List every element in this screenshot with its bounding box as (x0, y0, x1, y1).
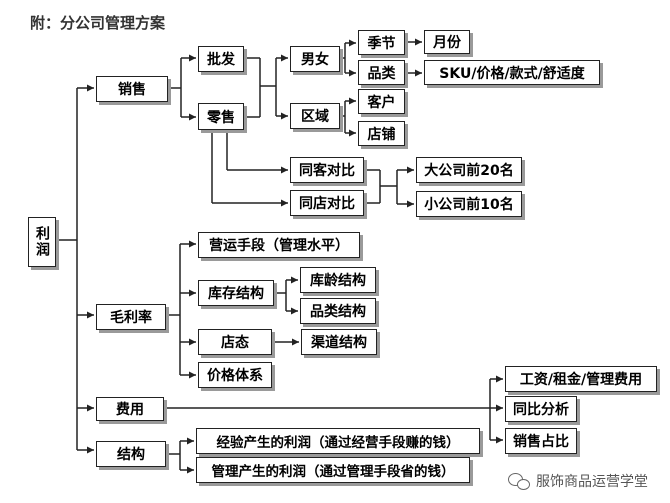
node-bottom10: 小公司前10名 (416, 191, 522, 217)
node-same-customer: 同客对比 (290, 157, 364, 183)
watermark-text: 服饰商品运营学堂 (536, 474, 648, 490)
node-region: 区域 (290, 103, 340, 129)
node-top20: 大公司前20名 (416, 157, 522, 183)
diagram-title: 附：分公司管理方案 (30, 14, 166, 32)
node-same-store: 同店对比 (290, 190, 364, 216)
node-expenses: 费用 (96, 397, 164, 421)
node-sales-share: 销售占比 (505, 428, 577, 454)
node-price-system: 价格体系 (198, 362, 272, 388)
node-store-state: 店态 (198, 329, 272, 355)
node-customer: 客户 (358, 89, 405, 114)
node-structure: 结构 (96, 441, 166, 467)
node-category: 品类 (358, 60, 405, 85)
node-sales: 销售 (96, 76, 168, 102)
wechat-icon (508, 473, 530, 490)
node-season: 季节 (358, 30, 405, 55)
root-node-profit: 利润 (28, 217, 56, 267)
node-gross-margin: 毛利率 (96, 304, 166, 330)
node-management-profit: 管理产生的利润（通过管理手段省的钱） (196, 457, 470, 483)
node-category-structure: 品类结构 (300, 298, 376, 324)
root-label: 利润 (34, 226, 50, 258)
node-retail: 零售 (198, 103, 244, 130)
node-operations: 营运手段（管理水平） (198, 232, 360, 258)
node-gender: 男女 (290, 46, 340, 72)
watermark: 服饰商品运营学堂 (508, 471, 648, 491)
node-stock-age: 库龄结构 (300, 267, 376, 293)
node-wage-rent: 工资/租金/管理费用 (505, 366, 657, 392)
node-wholesale: 批发 (198, 46, 244, 72)
node-channel-structure: 渠道结构 (301, 329, 377, 355)
node-store: 店铺 (358, 121, 405, 146)
node-month: 月份 (424, 30, 470, 54)
node-sku: SKU/价格/款式/舒适度 (424, 60, 600, 85)
node-inventory: 库存结构 (198, 280, 274, 306)
node-yoy: 同比分析 (505, 396, 577, 422)
node-experience-profit: 经验产生的利润（通过经营手段赚的钱） (196, 428, 480, 454)
